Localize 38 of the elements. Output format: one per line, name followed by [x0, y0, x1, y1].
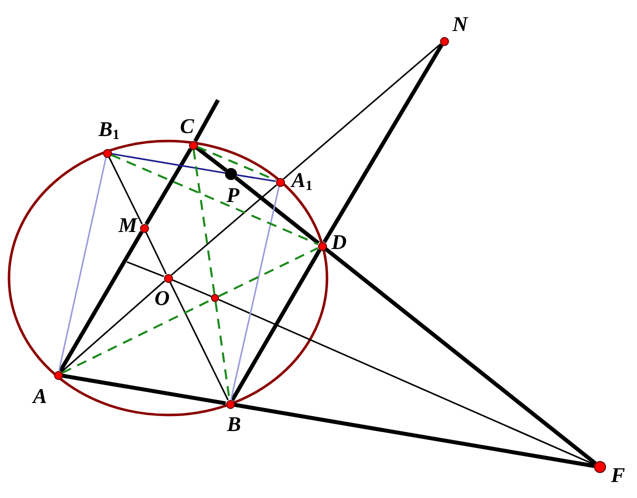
- line-segment: [126, 261, 164, 278]
- point-label: A$_{1}$: [292, 168, 313, 196]
- line-segment: [108, 156, 143, 224]
- line-segment: [192, 149, 216, 294]
- line-segment: [60, 280, 166, 373]
- point-label: D: [332, 231, 347, 253]
- line-segment: [236, 174, 276, 182]
- point-label: B$_{1}$: [98, 118, 120, 144]
- point-label: O: [154, 287, 170, 309]
- line-segment: [322, 44, 444, 244]
- line-segment: [172, 279, 212, 298]
- line-segment: [193, 99, 220, 142]
- line-segment: [195, 146, 228, 172]
- line-segment: [145, 232, 167, 274]
- line-segment: [169, 282, 229, 400]
- line-segment: [230, 186, 280, 400]
- point-label: B: [227, 413, 242, 435]
- line-segment: [218, 247, 318, 298]
- line-segment: [170, 184, 278, 276]
- line-segment: [62, 374, 226, 406]
- line-segment: [196, 146, 276, 182]
- point-label: C: [180, 115, 194, 137]
- line-segment: [218, 298, 595, 466]
- point-label: P: [226, 184, 240, 206]
- line-segment: [58, 157, 107, 371]
- line-segment: [111, 153, 226, 174]
- point-label: A: [33, 385, 48, 407]
- line-segment: [110, 154, 318, 246]
- line-segment: [230, 248, 322, 402]
- line-segment: [324, 247, 597, 465]
- point-label: F: [611, 464, 626, 486]
- line-segment: [282, 43, 442, 180]
- point-label: N: [452, 13, 468, 35]
- point-label: M: [118, 214, 138, 236]
- line-segment: [234, 176, 320, 245]
- line-segment: [58, 230, 144, 372]
- line-segment: [234, 402, 594, 468]
- line-segment: [144, 148, 192, 226]
